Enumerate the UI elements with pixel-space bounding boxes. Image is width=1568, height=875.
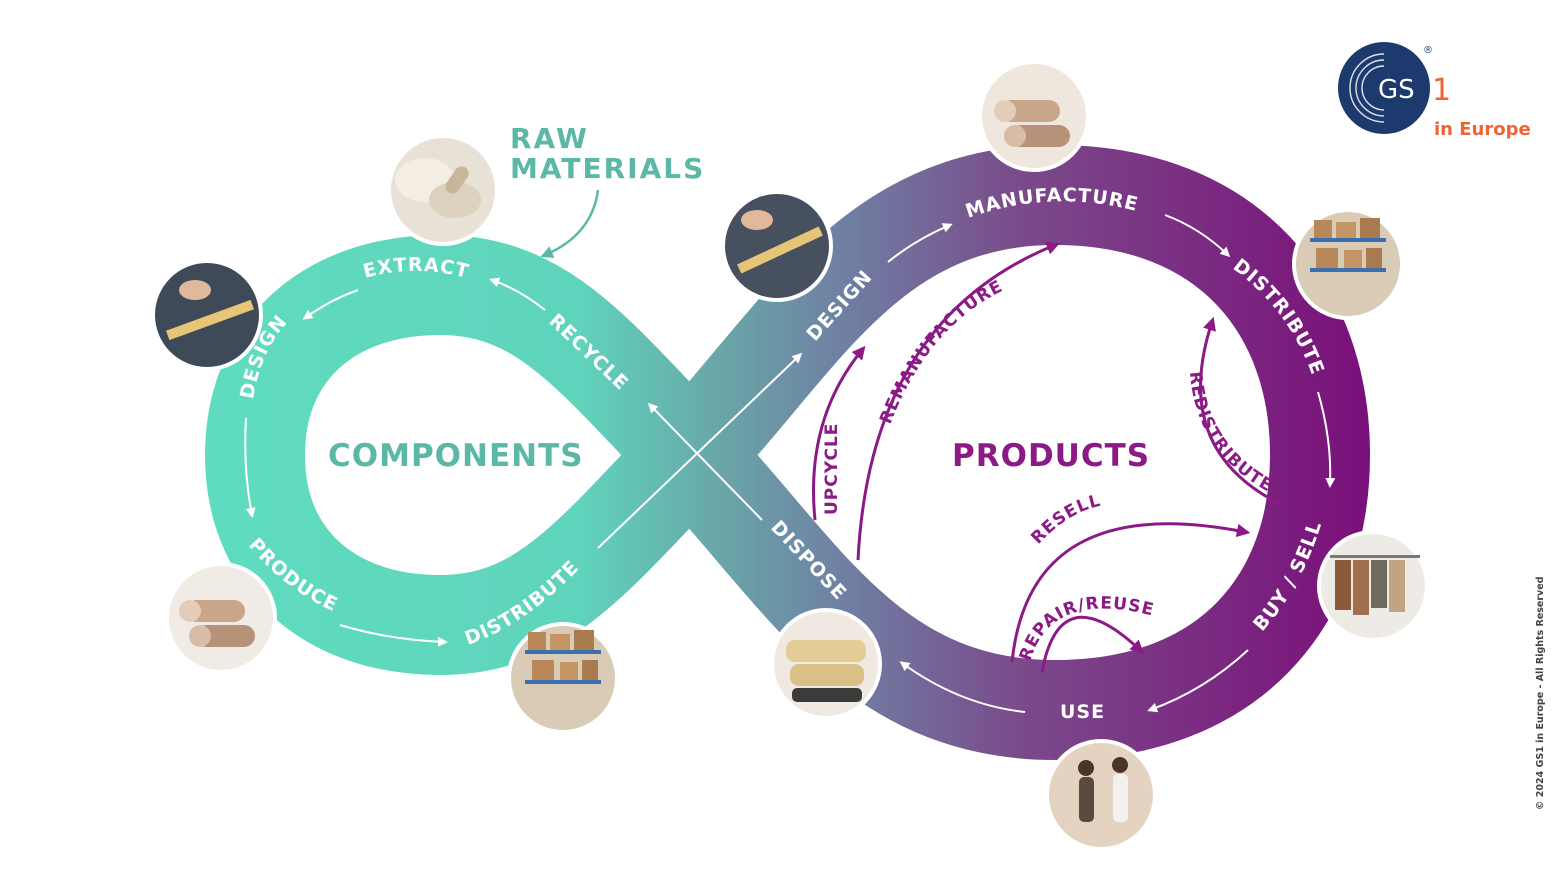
components-label: COMPONENTS xyxy=(328,438,584,474)
tailor-measure-icon xyxy=(166,280,254,341)
raw-materials-callout: RAW MATERIALS xyxy=(510,122,705,258)
buy-sell-photo xyxy=(1317,530,1429,642)
use-photo xyxy=(1045,739,1157,851)
gs1-logo: GS 1 ® in Europe xyxy=(1338,42,1531,140)
arrow-use-to-dispose xyxy=(899,661,1026,713)
arrow-manufacture-to-distribute xyxy=(1164,214,1231,258)
copyright-notice: © 2024 GS1 in Europe - All Rights Reserv… xyxy=(1535,577,1546,811)
infinity-loop-band xyxy=(205,145,1370,760)
step-use: USE xyxy=(1060,701,1105,723)
right-distribute-photo xyxy=(1292,208,1404,320)
warehouse-shelves-icon xyxy=(525,630,601,684)
arrow-recycle-to-extract xyxy=(489,277,546,311)
left-design-photo xyxy=(151,259,263,371)
upcycle-arrow xyxy=(812,345,866,521)
fabric-rolls-icon xyxy=(994,100,1070,147)
arrow-distribute-to-right-design xyxy=(597,352,803,549)
people-icon xyxy=(1078,757,1128,822)
raw-materials-photo xyxy=(387,134,499,246)
inner-loops xyxy=(812,241,1283,673)
arrow-dispose-to-recycle xyxy=(647,402,763,521)
gs1-logo-one: 1 xyxy=(1432,73,1451,108)
warehouse-shelves-icon xyxy=(1310,218,1386,272)
flow-arrows xyxy=(244,214,1336,713)
fabric-rolls-icon xyxy=(179,600,255,647)
raw-materials-line2: MATERIALS xyxy=(510,152,705,185)
arrow-produce-to-distribute xyxy=(339,624,448,647)
cushions-icon xyxy=(786,640,866,702)
cotton-yarn-icon xyxy=(395,158,481,218)
label-resell: RESELL xyxy=(1027,491,1103,548)
clothing-rack-icon xyxy=(1330,555,1420,615)
manufacture-photo xyxy=(978,60,1090,172)
arrow-extract-to-design xyxy=(302,289,359,320)
arrow-design-to-produce xyxy=(244,417,256,518)
arrow-design-to-manufacture xyxy=(887,223,953,263)
left-produce-photo xyxy=(165,562,277,674)
right-design-photo xyxy=(721,190,833,302)
arrow-distribute-to-buy xyxy=(1317,391,1336,488)
redistribute-arrow xyxy=(1199,316,1283,507)
remanufacture-arrow xyxy=(856,241,1061,561)
gs1-logo-gs: GS xyxy=(1378,75,1415,105)
dispose-photo xyxy=(770,608,882,720)
gs1-logo-registered: ® xyxy=(1423,45,1433,56)
arrow-buy-to-use xyxy=(1147,649,1249,713)
left-distribute-photo xyxy=(507,622,619,734)
raw-materials-line1: RAW xyxy=(510,122,589,155)
gs1-logo-region: in Europe xyxy=(1434,119,1531,140)
tailor-measure-icon xyxy=(737,210,823,274)
resell-arrow xyxy=(1010,522,1251,663)
raw-materials-arrow xyxy=(540,189,600,258)
products-label: PRODUCTS xyxy=(952,438,1150,474)
label-upcycle: UPCYCLE xyxy=(822,423,842,515)
repair-reuse-arrow xyxy=(1040,615,1144,673)
